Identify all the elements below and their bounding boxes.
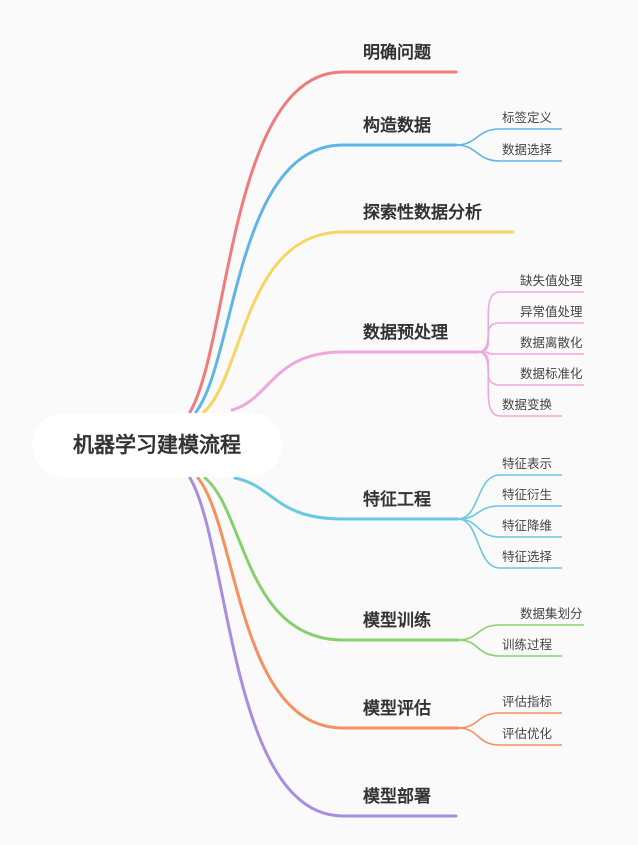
branch-5-leaf-2-label[interactable]: 特征衍生 (502, 487, 552, 502)
branch-5-leaf-3-label[interactable]: 特征降维 (502, 518, 552, 533)
branch-5-label[interactable]: 特征工程 (363, 489, 431, 510)
branch-2-leaf-2-label[interactable]: 数据选择 (502, 142, 553, 157)
branch-4-leaf-3-label[interactable]: 数据离散化 (520, 335, 583, 350)
branch-4-leaf-1-connector (477, 291, 584, 353)
branch-6-leaf-1-label[interactable]: 数据集划分 (520, 606, 583, 621)
branch-2-connector (194, 143, 458, 414)
branch-2-leaf-1-connector (455, 128, 562, 146)
branch-4-leaf-1-label[interactable]: 缺失值处理 (520, 273, 583, 288)
branch-1-connector (188, 70, 458, 414)
branch-4-connector (230, 350, 480, 412)
branch-4-label[interactable]: 数据预处理 (363, 322, 448, 343)
root-node-label: 机器学习建模流程 (73, 433, 241, 457)
branch-8-connector (188, 476, 458, 818)
branch-2-label[interactable]: 构造数据 (363, 115, 431, 136)
branch-4-leaf-5-label[interactable]: 数据变换 (502, 397, 553, 412)
branch-7-leaf-2-connector (457, 727, 562, 746)
root-node[interactable]: 机器学习建模流程 (32, 413, 282, 477)
branch-3-label[interactable]: 探索性数据分析 (363, 202, 482, 223)
branch-4-leaf-3-connector (477, 351, 584, 355)
branch-5-leaf-3-connector (457, 518, 562, 538)
branch-5-leaf-4-connector (457, 518, 562, 569)
connector-lines (188, 70, 584, 818)
root-node-bubble (32, 413, 282, 477)
branch-8-label[interactable]: 模型部署 (363, 786, 431, 807)
branch-5-leaf-1-connector (457, 474, 562, 520)
branch-1-label[interactable]: 明确问题 (363, 42, 432, 63)
branch-6-leaf-2-connector (457, 639, 562, 657)
branch-7-connector (196, 476, 460, 730)
branch-4-leaf-2-connector (477, 322, 584, 353)
branch-5-leaf-4-label[interactable]: 特征选择 (502, 549, 553, 564)
branch-7-leaf-1-label[interactable]: 评估指标 (502, 694, 552, 709)
branch-4-leaf-4-label[interactable]: 数据标准化 (520, 366, 583, 381)
branch-6-leaf-2-label[interactable]: 训练过程 (502, 637, 553, 652)
branch-2-leaf-1-label[interactable]: 标签定义 (502, 110, 553, 125)
branch-7-leaf-1-connector (457, 712, 562, 729)
branch-2-leaf-2-connector (455, 144, 562, 162)
branch-3-connector (202, 230, 515, 414)
branch-5-leaf-1-label[interactable]: 特征表示 (502, 456, 552, 471)
branch-6-leaf-1-connector (457, 624, 584, 641)
branch-6-label[interactable]: 模型训练 (363, 610, 431, 631)
branch-4-leaf-2-label[interactable]: 异常值处理 (520, 304, 583, 319)
branch-7-leaf-2-label[interactable]: 评估优化 (502, 726, 553, 741)
branch-7-label[interactable]: 模型评估 (363, 698, 431, 719)
branch-5-connector (233, 476, 460, 521)
branch-6-connector (203, 476, 460, 642)
branch-5-leaf-2-connector (457, 505, 562, 520)
branch-4-leaf-5-connector (477, 351, 562, 417)
